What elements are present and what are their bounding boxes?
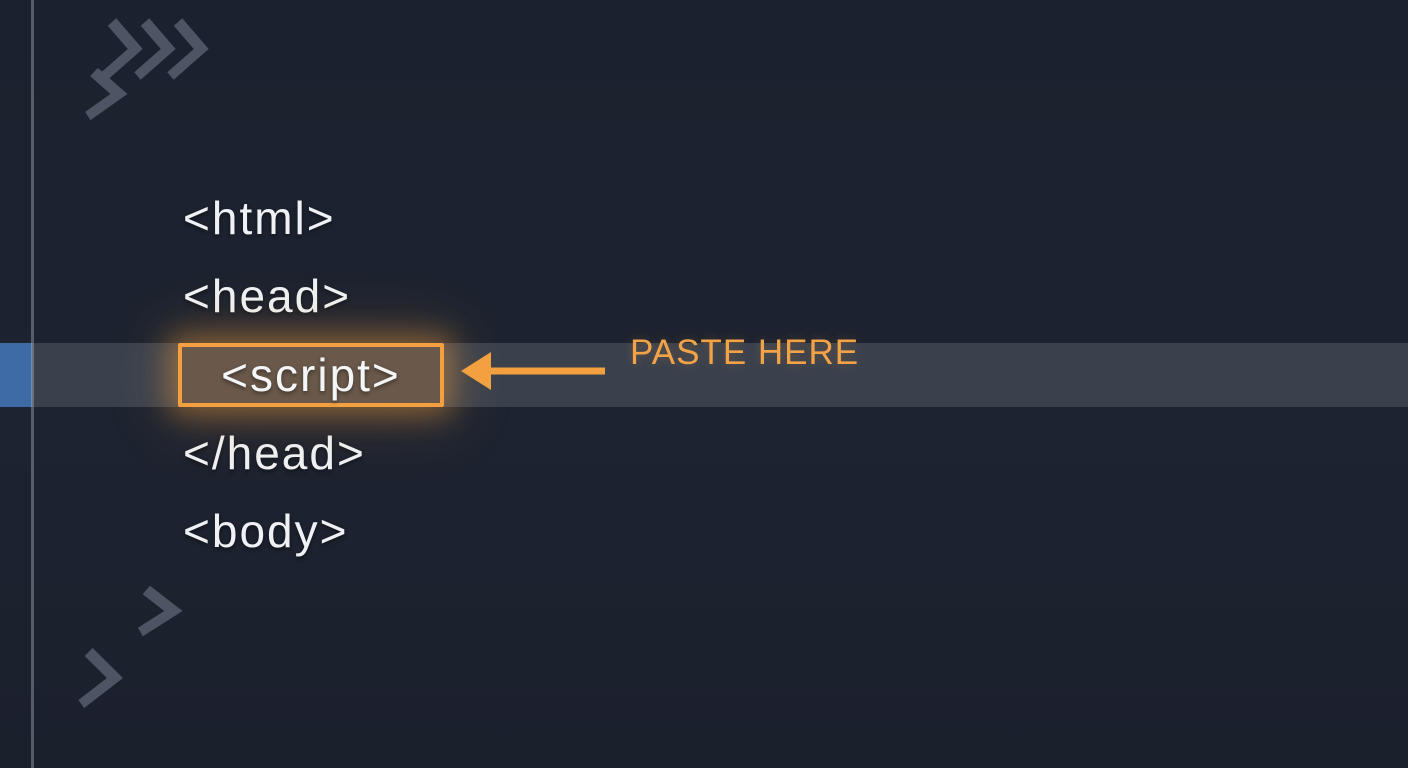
- arrow-left-icon: [461, 352, 605, 390]
- row-accent-bar: [0, 343, 32, 407]
- code-line-body: <body>: [183, 505, 349, 557]
- chevron-right-icon: [134, 18, 176, 80]
- code-line-head-close: </head>: [183, 427, 366, 479]
- chevron-right-icon: [101, 18, 143, 80]
- chevron-right-icon: [167, 18, 209, 80]
- highlighted-row: [0, 343, 1408, 407]
- chevrons-top-decoration: [85, 18, 209, 121]
- chevron-right-icon: [78, 648, 123, 708]
- code-line-html: <html>: [183, 192, 336, 244]
- paste-here-label: PASTE HERE: [630, 333, 860, 372]
- code-line-head: <head>: [183, 270, 352, 322]
- chevrons-bottom-decoration: [78, 585, 183, 708]
- vertical-guide-line: [31, 0, 34, 768]
- script-paste-target[interactable]: <script>: [178, 343, 444, 407]
- code-line-script: <script>: [221, 349, 401, 401]
- chevron-right-icon: [138, 585, 183, 637]
- chevron-right-icon: [85, 67, 128, 121]
